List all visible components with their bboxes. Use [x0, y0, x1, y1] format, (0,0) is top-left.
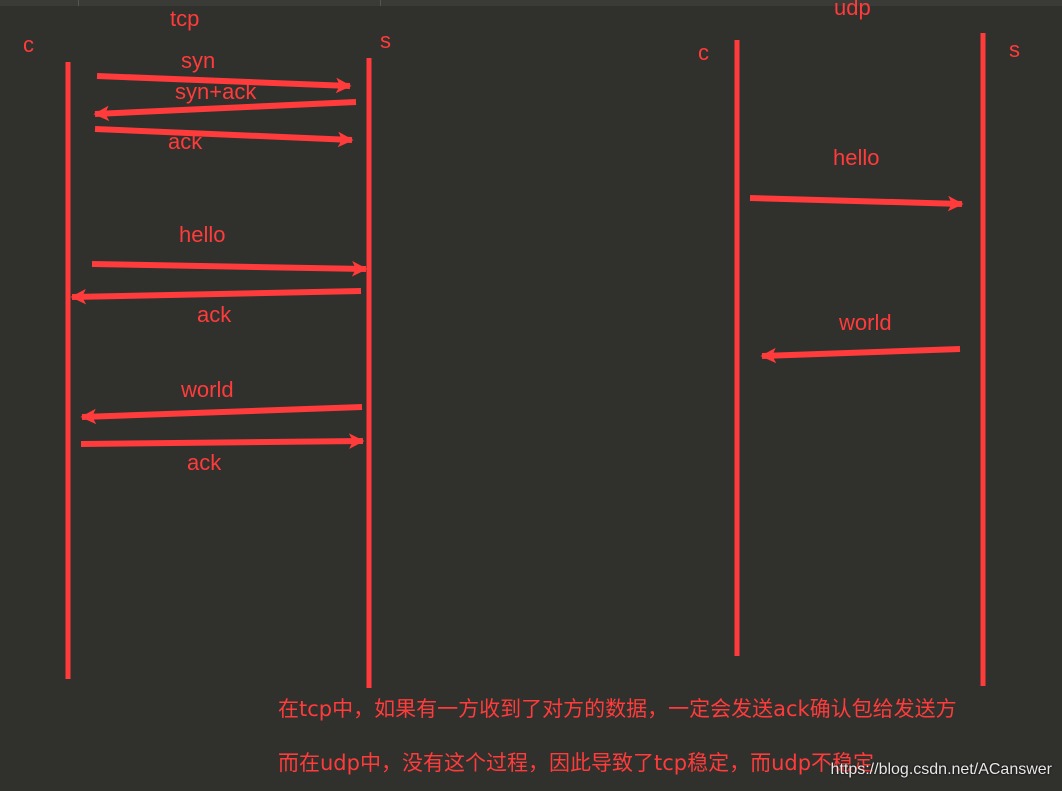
tcp-title: tcp	[170, 6, 199, 31]
tcp-msg-label: ack	[187, 450, 222, 475]
tcp-msg-label: syn+ack	[175, 79, 257, 104]
tcp-arrow-syn	[96, 73, 352, 94]
tcp-arrow-syn-ack	[93, 99, 357, 122]
udp-arrow-hello	[749, 195, 964, 212]
window-top-strip	[0, 0, 1062, 6]
udp-client-label: c	[698, 40, 709, 65]
tcp-arrow-ack	[80, 433, 365, 449]
tcp-msg-label: ack	[197, 302, 232, 327]
tcp-arrow-ack	[70, 288, 362, 305]
tcp-arrow-hello	[91, 260, 368, 277]
explanation-line-1: 在tcp中，如果有一方收到了对方的数据，一定会发送ack确认包给发送方	[278, 697, 957, 721]
udp-msg-label: world	[838, 310, 892, 335]
explanation-line-2: 而在udp中，没有这个过程，因此导致了tcp稳定，而udp不稳定	[278, 751, 875, 775]
tcp-arrow-ack	[94, 126, 354, 148]
udp-msg-label: hello	[833, 145, 879, 170]
tcp-server-label: s	[380, 28, 391, 53]
tcp-arrow-world	[80, 404, 363, 425]
tcp-msg-label: hello	[179, 222, 225, 247]
udp-arrow-world	[760, 346, 961, 364]
tab-segment	[78, 0, 381, 6]
tcp-client-label: c	[23, 32, 34, 57]
tcp-msg-label: world	[180, 377, 234, 402]
tcp-msg-label: syn	[181, 48, 215, 73]
udp-server-label: s	[1009, 37, 1020, 62]
udp-title: udp	[834, 0, 871, 20]
watermark: https://blog.csdn.net/ACanswer	[830, 761, 1052, 778]
udp-section: udp c s hello world	[698, 0, 1020, 686]
tab-segment	[0, 0, 79, 6]
tcp-section: tcp c s syn syn+ack ack hello ack world …	[23, 6, 391, 688]
